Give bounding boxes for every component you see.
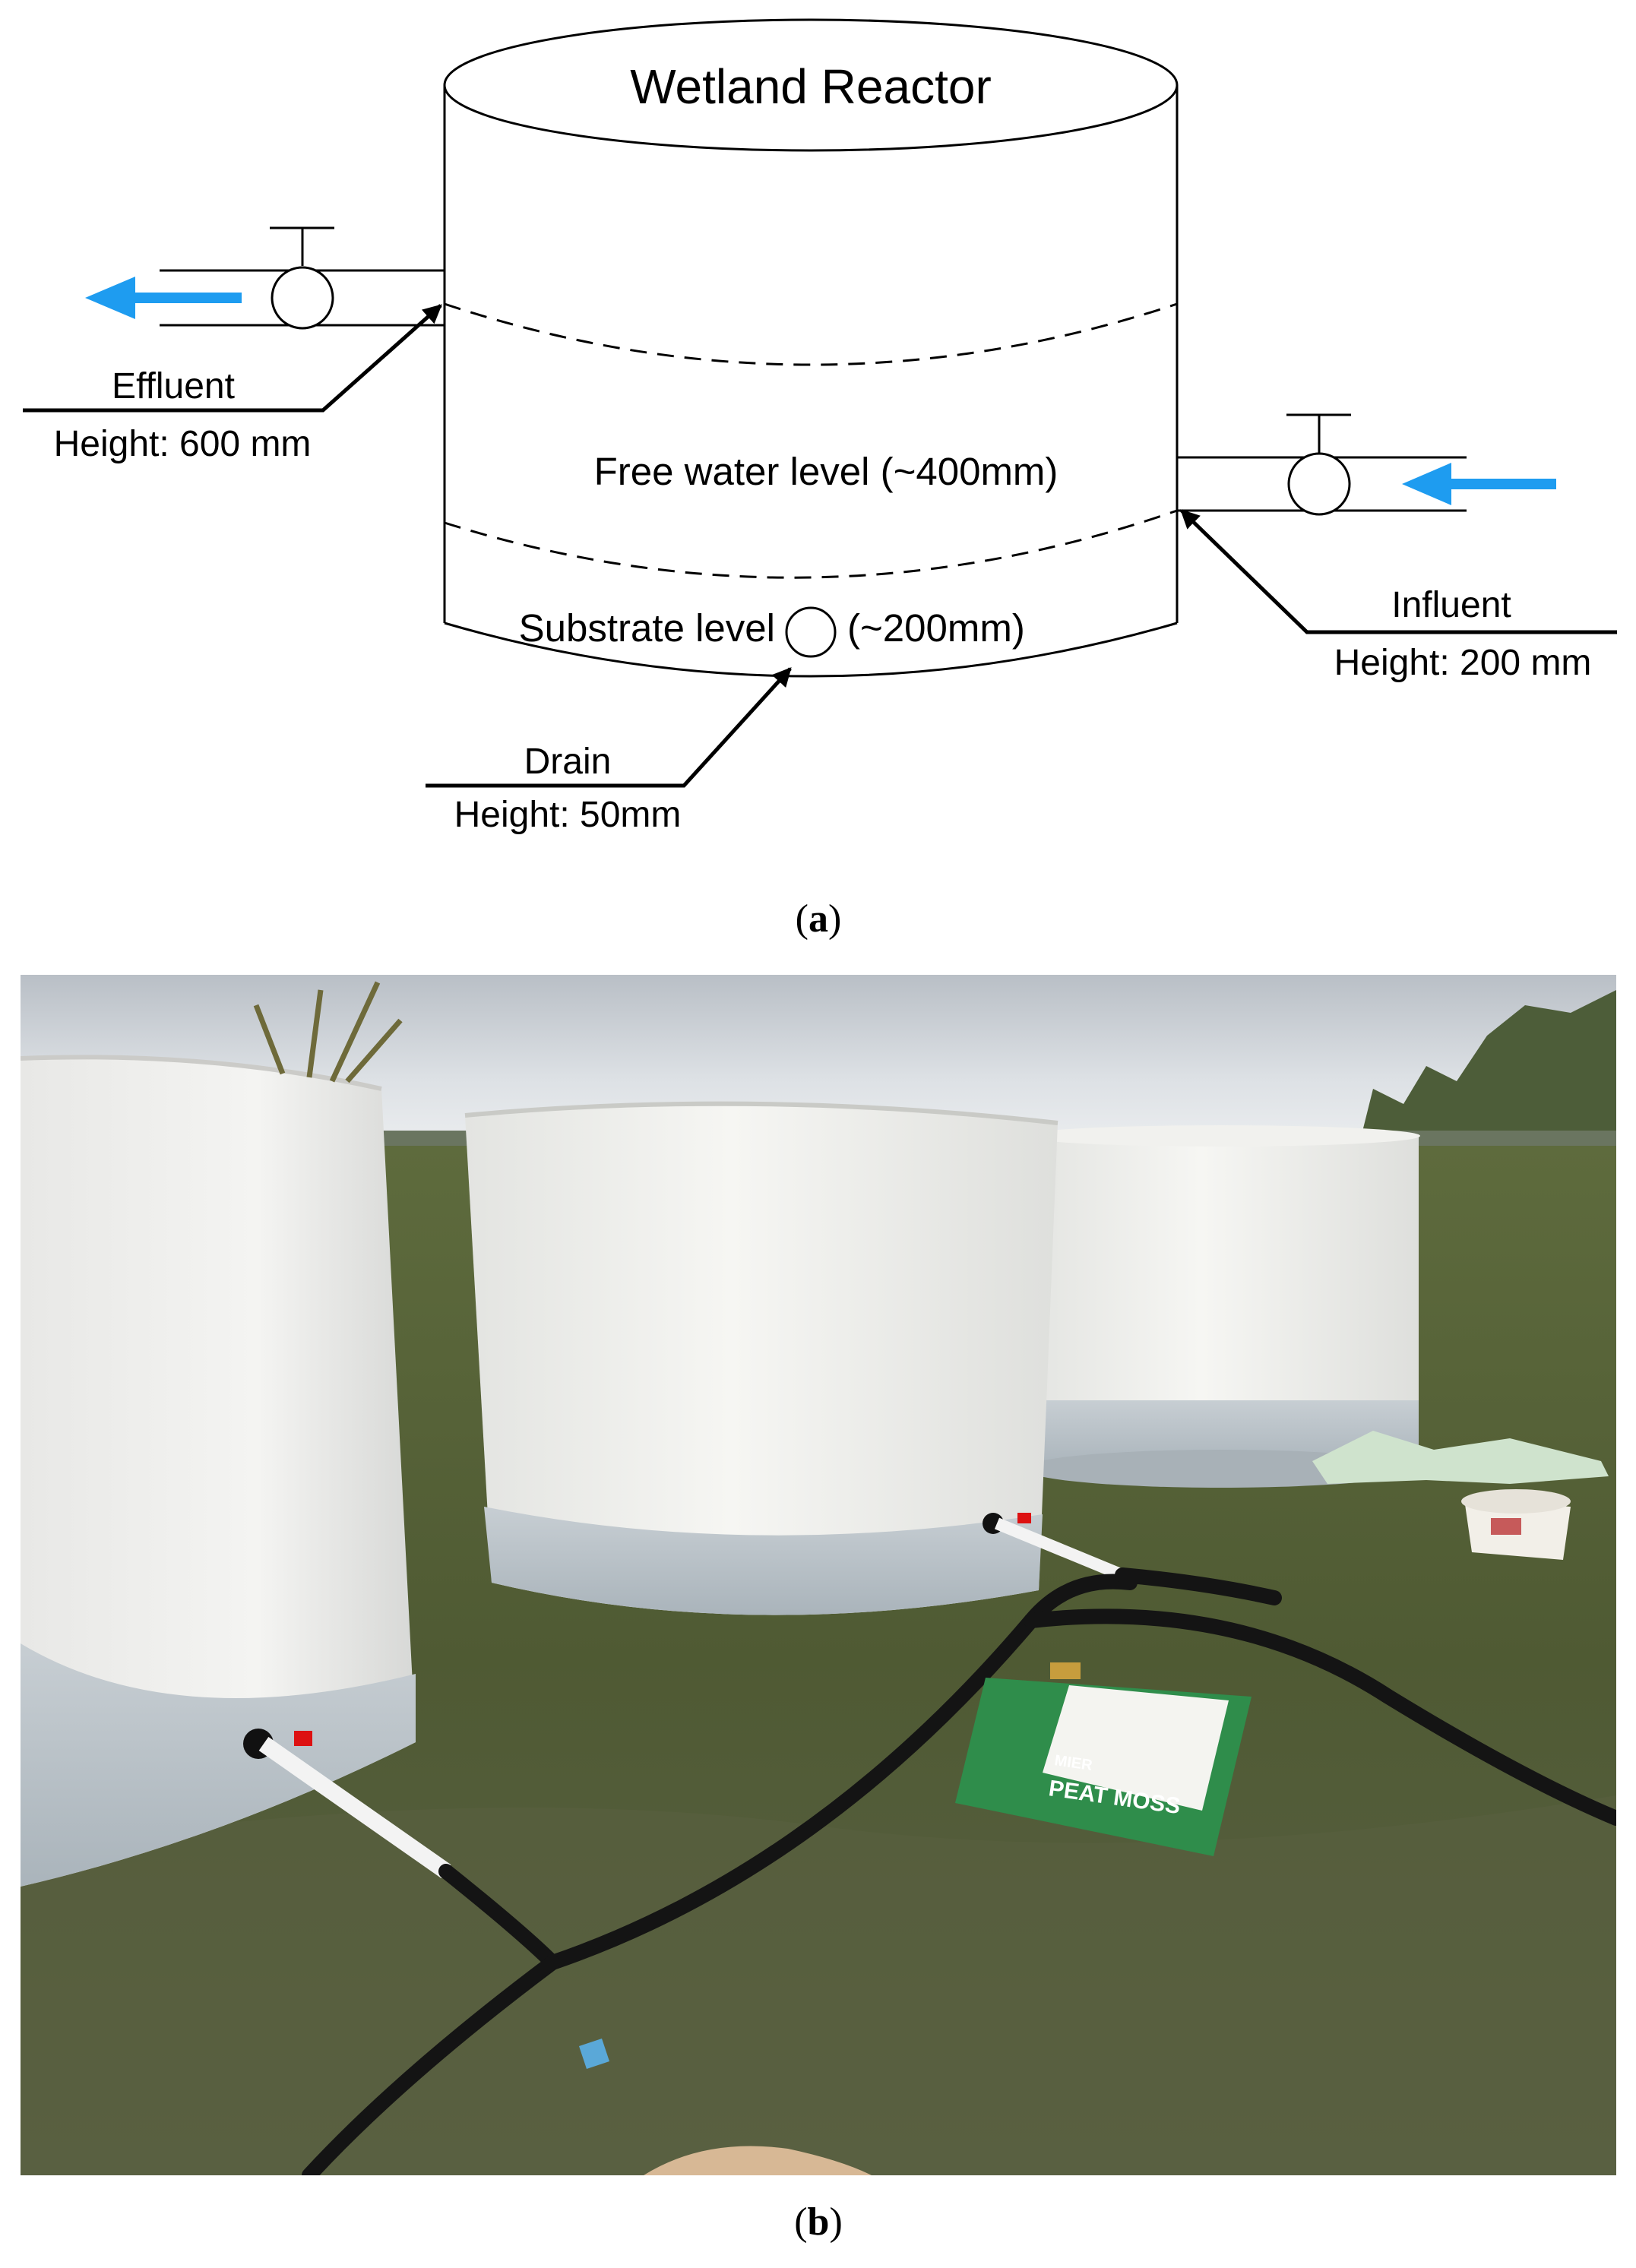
effluent-label: Effluent	[112, 366, 235, 406]
blue-debris	[579, 2039, 609, 2069]
free-water-level-label: Free water level (~400mm)	[594, 450, 1058, 493]
reactor-tank-center	[464, 1101, 1058, 1615]
influent-valve-icon	[1286, 413, 1351, 516]
drain-height-label: Height: 50mm	[454, 795, 682, 835]
influent-label: Influent	[1391, 585, 1511, 625]
effluent-height-label: Height: 600 mm	[54, 424, 312, 464]
reeds	[253, 981, 403, 1083]
effluent-flow-arrow-icon	[85, 277, 242, 319]
wetland-reactor-diagram: Wetland Reactor Free water level (~400mm…	[23, 18, 1617, 835]
torn-bags	[1312, 1431, 1609, 1484]
drain-label: Drain	[524, 742, 612, 782]
influent-height-label: Height: 200 mm	[1334, 643, 1592, 683]
drain-leader-line	[426, 667, 792, 788]
reactor-tank-left	[21, 1055, 416, 1887]
effluent-level-dashed-line	[444, 302, 1178, 366]
substrate-level-value: (~200mm)	[847, 606, 1025, 650]
white-bucket	[1461, 1489, 1571, 1560]
panel-a-caption: (a)	[795, 897, 842, 941]
reactor-title: Wetland Reactor	[630, 59, 992, 114]
free-water-dashed-line	[444, 509, 1178, 579]
drain-fitting-center	[983, 1513, 1125, 1581]
drain-fitting-left	[243, 1729, 451, 1879]
foreground-stone	[644, 2146, 872, 2175]
effluent-valve-icon	[270, 226, 334, 330]
reactor-tank-right	[1022, 1125, 1420, 1488]
drain-hoses	[302, 1567, 1616, 2175]
field-reactors-photo: MIER PEAT MOSS	[21, 975, 1616, 2175]
effluent-leader-line	[23, 304, 442, 413]
influent-flow-arrow-icon	[1402, 463, 1556, 505]
substrate-level-label: Substrate level	[519, 606, 775, 650]
influent-leader-line	[1180, 509, 1617, 634]
reactor-tank	[443, 18, 1179, 678]
drain-port-icon	[785, 606, 837, 658]
panel-b-caption: (b)	[794, 2200, 843, 2244]
tank-bottom-arc	[444, 622, 1178, 678]
peat-moss-bag: MIER PEAT MOSS	[955, 1678, 1252, 1856]
brass-valve	[1050, 1662, 1081, 1679]
